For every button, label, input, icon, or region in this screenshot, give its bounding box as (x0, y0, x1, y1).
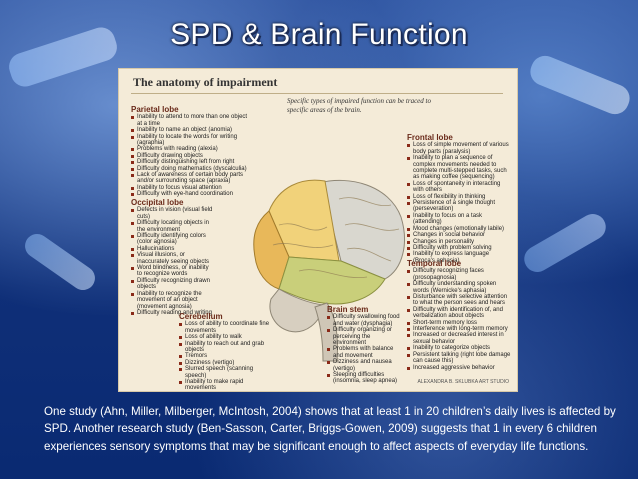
list-item: Loss of ability to walk (179, 334, 275, 340)
list-item: Word blindness, or inability to recogniz… (131, 265, 213, 278)
parietal-lobe-list: Parietal lobe Inability to attend to mor… (131, 105, 249, 198)
list-item: Difficulty locating objects in the envir… (131, 220, 213, 233)
brain-illustration (253, 179, 405, 362)
list-item: Increased aggressive behavior (407, 365, 513, 371)
list-item: Persistence of a single thought (perseve… (407, 200, 511, 213)
list-item: Difficulty doing mathematics (dyscalculi… (131, 166, 249, 172)
list-item: Inability to reach out and grab objects (179, 341, 275, 354)
list-item: Changes in personality (407, 239, 511, 245)
list-item: Changes in social behavior (407, 232, 511, 238)
list-item: Dizziness (vertigo) (179, 360, 275, 366)
list-item: Hallucinations (131, 246, 213, 252)
temporal-lobe-list: Temporal lobe Difficulty recognizing fac… (407, 259, 513, 371)
list-item: Inability to express language (Broca's a… (407, 251, 511, 264)
list-item: Loss of simple movement of various body … (407, 142, 511, 155)
section-label: Frontal lobe (407, 133, 453, 142)
list-item: Inability to locate the words for writin… (131, 134, 249, 147)
list-item: Inability to recognize the movement of a… (131, 291, 213, 310)
list-item: Difficulty distinguishing left from righ… (131, 159, 249, 165)
background-capsule (526, 51, 634, 119)
list-item: Difficulty with problem solving (407, 245, 511, 251)
list-item: Difficulty with identification of, and v… (407, 307, 513, 320)
list-item: Difficulty organizing or perceiving the … (327, 327, 405, 346)
list-item: Mood changes (emotionally labile) (407, 226, 511, 232)
background-capsule (20, 229, 100, 295)
list-item: Visual illusions, or inaccurately seeing… (131, 252, 213, 265)
list-item: Tremors (179, 353, 275, 359)
list-item: Inability to attend to more than one obj… (131, 114, 249, 127)
list-item: Loss of ability to coordinate fine movem… (179, 321, 275, 334)
list-item: Interference with long-term memory (407, 326, 513, 332)
list-item: Slurred speech (scanning speech) (179, 366, 275, 379)
anatomy-figure: The anatomy of impairment Specific types… (118, 68, 518, 392)
occipital-lobe-list: Occipital lobe Defects in vision (visual… (131, 198, 213, 316)
list-item: Inability to categorize objects (407, 345, 513, 351)
section-label: Temporal lobe (407, 259, 462, 268)
list-item: Loss of spontaneity in interacting with … (407, 181, 511, 194)
list-item: Increased or decreased interest in sexua… (407, 332, 513, 345)
list-item: Difficulty swallowing food and water (dy… (327, 314, 405, 327)
list-item: Inability to focus visual attention (131, 185, 249, 191)
figure-note: Specific types of impaired function can … (287, 97, 431, 114)
frontal-lobe-list: Frontal lobe Loss of simple movement of … (407, 133, 511, 264)
slide-title: SPD & Brain Function (170, 18, 468, 51)
list-item: Sleeping difficulties (insomnia, sleep a… (327, 372, 405, 385)
list-item: Difficulty drawing objects (131, 153, 249, 159)
section-label: Cerebellum (179, 312, 223, 321)
list-item: Disturbance with selective attention to … (407, 294, 513, 307)
cerebellum-list: Cerebellum Loss of ability to coordinate… (179, 312, 275, 392)
divider (131, 93, 503, 94)
list-item: Difficulty reading and writing (131, 310, 213, 316)
illustration-credit: ALEXANDRA B. SKLUBKA ART STUDIO (417, 379, 509, 385)
list-item: Inability to focus on a task (attending) (407, 213, 511, 226)
list-item: Problems with balance and movement (327, 346, 405, 359)
list-item: Difficulty identifying colors (color agn… (131, 233, 213, 246)
list-item: Dizziness and nausea (vertigo) (327, 359, 405, 372)
list-item: Difficulty understanding spoken words (W… (407, 281, 513, 294)
list-item: Inability to name an object (anomia) (131, 127, 249, 133)
brain-stem-list: Brain stem Difficulty swallowing food an… (327, 305, 405, 385)
list-item: Problems with reading (alexia) (131, 146, 249, 152)
list-item: Lack of awareness of certain body parts … (131, 172, 249, 185)
slide-caption: One study (Ahn, Miller, Milberger, McInt… (44, 405, 616, 453)
figure-heading: The anatomy of impairment (133, 75, 278, 89)
list-item: Persistent talking (right lobe damage ca… (407, 352, 513, 365)
list-item: Defects in vision (visual field cuts) (131, 207, 213, 220)
list-item: Short-term memory loss (407, 320, 513, 326)
list-item: Difficulty recognizing drawn objects (131, 278, 213, 291)
section-label: Occipital lobe (131, 198, 184, 207)
section-label: Brain stem (327, 305, 369, 314)
list-item: Loss of flexibility in thinking (407, 194, 511, 200)
list-item: Difficulty with eye-hand coordination (131, 191, 249, 197)
list-item: Inability to make rapid movements (179, 379, 275, 392)
background-capsule (519, 209, 611, 277)
list-item: Inability to plan a sequence of complex … (407, 155, 511, 181)
section-label: Parietal lobe (131, 105, 179, 114)
list-item: Difficulty recognizing faces (prosopagno… (407, 268, 513, 281)
